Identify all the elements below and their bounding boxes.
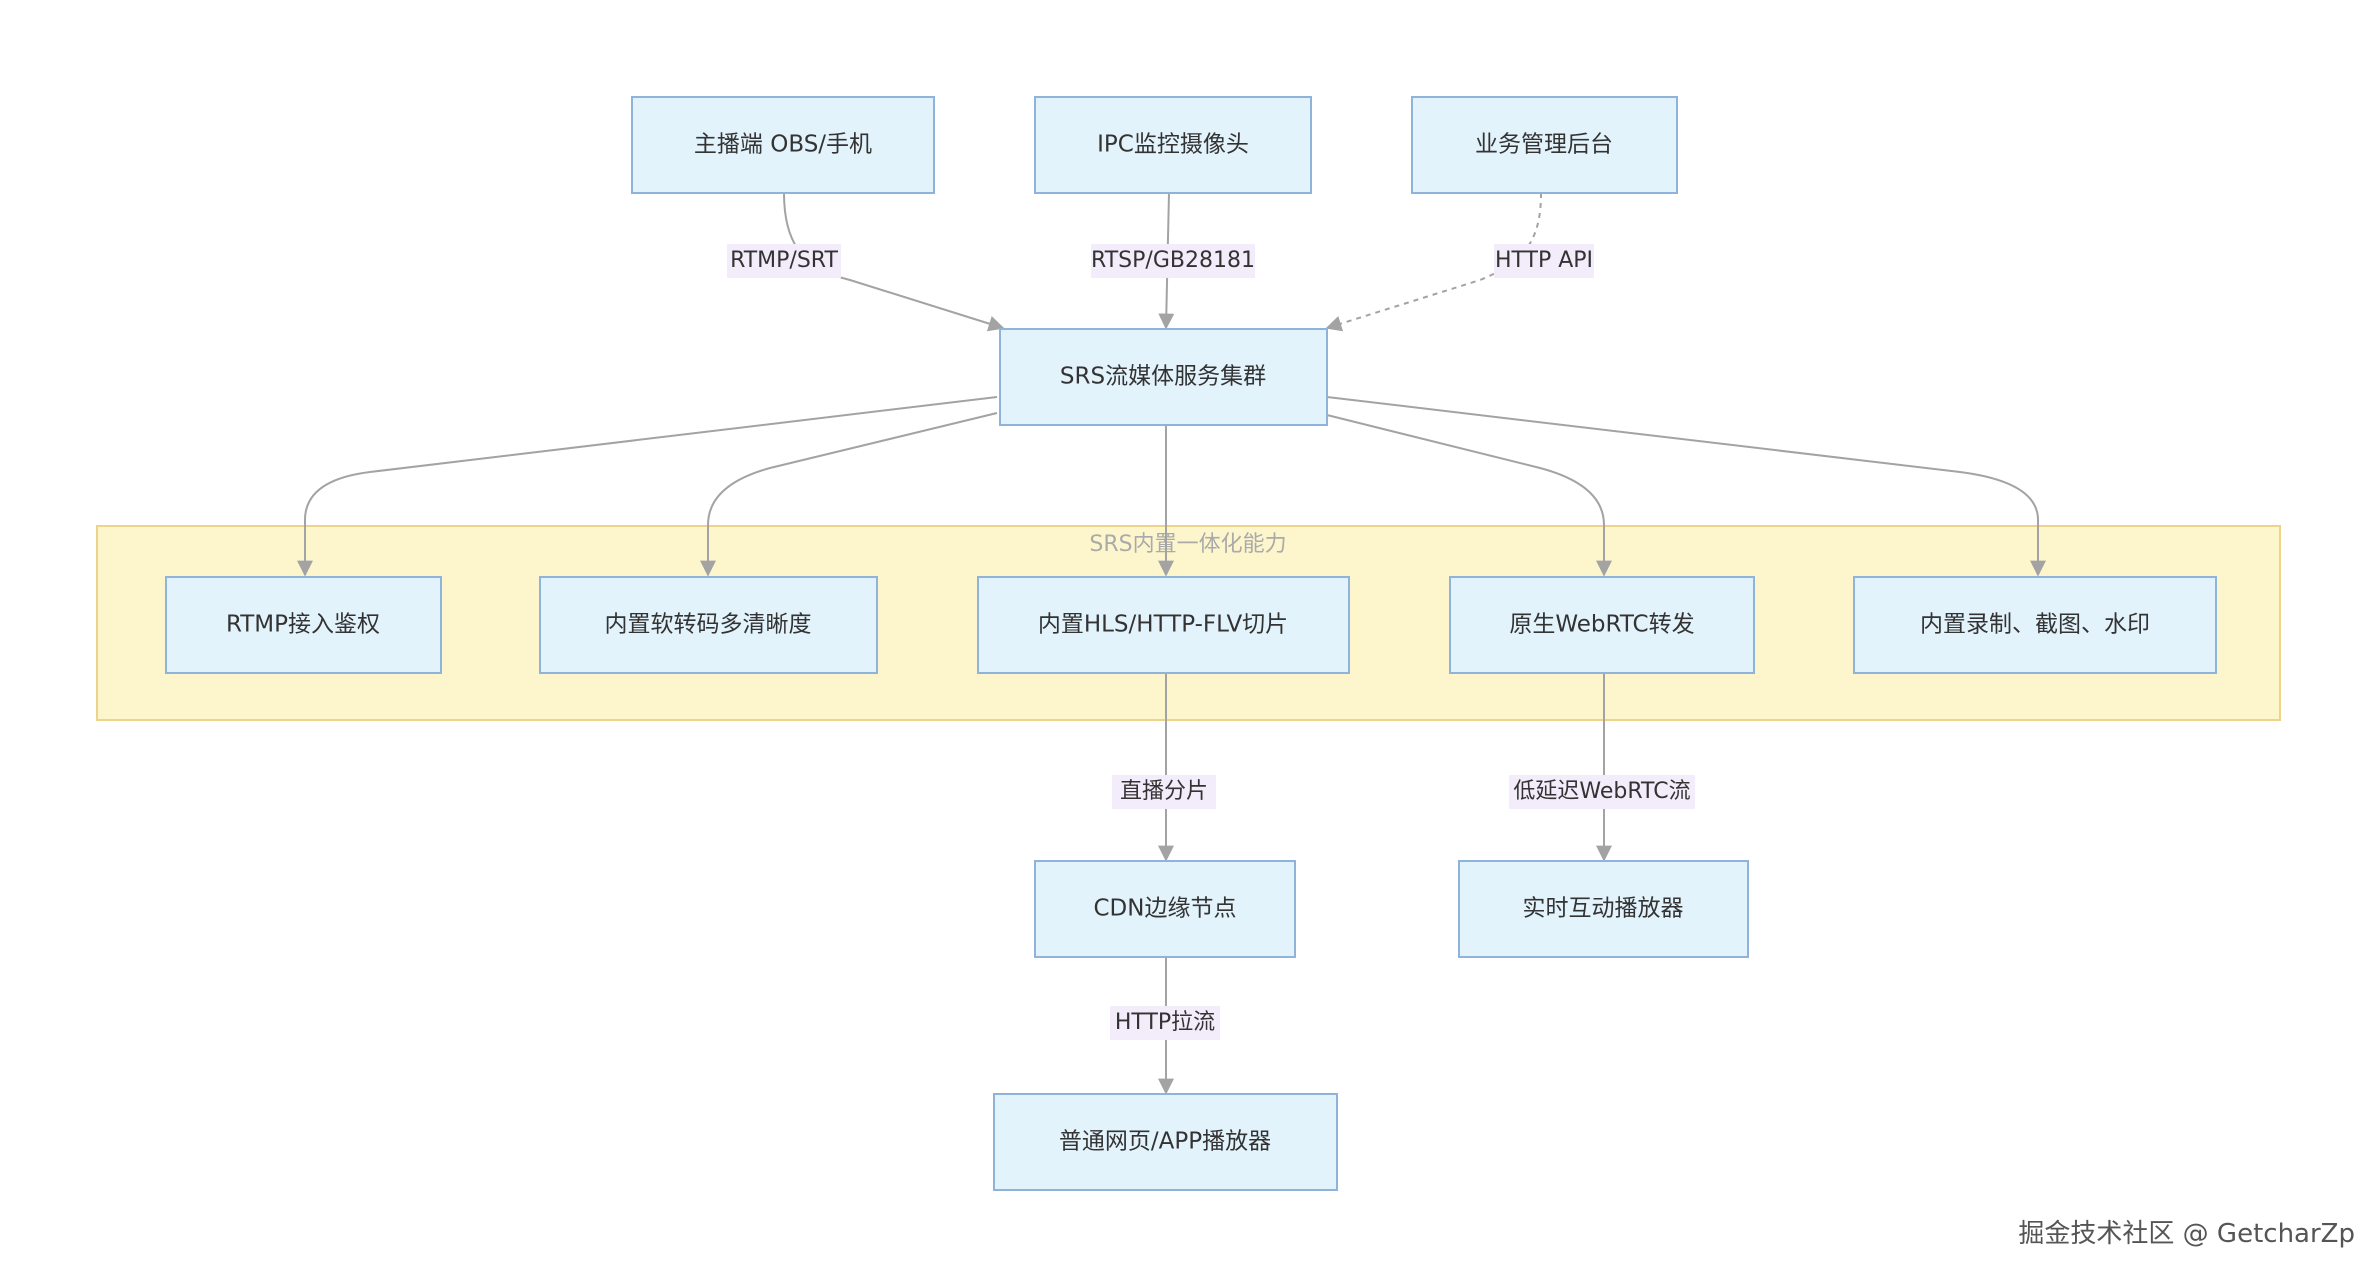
edge-label-rtsp-gb28181: RTSP/GB28181: [1091, 244, 1255, 278]
edges: [297, 192, 2046, 1095]
node-record-snapshot[interactable]: 内置录制、截图、水印: [1853, 576, 2217, 674]
node-hls-flv[interactable]: 内置HLS/HTTP-FLV切片: [977, 576, 1350, 674]
svg-text:HTTP拉流: HTTP拉流: [1115, 1010, 1215, 1035]
edge-label-rtmp-srt: RTMP/SRT: [727, 244, 841, 278]
svg-text:CDN边缘节点: CDN边缘节点: [1094, 896, 1237, 922]
node-srs-cluster[interactable]: SRS流媒体服务集群: [999, 328, 1328, 426]
svg-text:直播分片: 直播分片: [1120, 779, 1208, 804]
edge-label-live-segment: 直播分片: [1112, 775, 1216, 809]
svg-text:IPC监控摄像头: IPC监控摄像头: [1097, 132, 1249, 158]
edge-srs-to-transcode: [700, 412, 998, 577]
node-realtime-player[interactable]: 实时互动播放器: [1458, 860, 1749, 958]
node-rtmp-auth[interactable]: RTMP接入鉴权: [165, 576, 442, 674]
node-anchor-obs[interactable]: 主播端 OBS/手机: [631, 96, 935, 194]
edge-srs-to-record: [1326, 396, 2046, 577]
edge-label-http-pull: HTTP拉流: [1110, 1006, 1220, 1040]
svg-text:HTTP API: HTTP API: [1495, 248, 1593, 273]
edge-srs-to-webrtc: [1326, 414, 1612, 577]
node-webrtc-forward[interactable]: 原生WebRTC转发: [1449, 576, 1755, 674]
node-transcode[interactable]: 内置软转码多清晰度: [539, 576, 878, 674]
node-admin-backend[interactable]: 业务管理后台: [1411, 96, 1678, 194]
svg-text:内置HLS/HTTP-FLV切片: 内置HLS/HTTP-FLV切片: [1038, 612, 1288, 638]
svg-text:实时互动播放器: 实时互动播放器: [1523, 896, 1684, 922]
svg-text:业务管理后台: 业务管理后台: [1475, 132, 1613, 158]
svg-text:内置软转码多清晰度: 内置软转码多清晰度: [605, 612, 812, 638]
svg-text:普通网页/APP播放器: 普通网页/APP播放器: [1059, 1129, 1271, 1155]
svg-text:RTMP接入鉴权: RTMP接入鉴权: [226, 612, 380, 638]
svg-text:原生WebRTC转发: 原生WebRTC转发: [1509, 612, 1694, 638]
svg-text:内置录制、截图、水印: 内置录制、截图、水印: [1920, 612, 2150, 638]
svg-text:RTMP/SRT: RTMP/SRT: [730, 248, 838, 273]
node-web-app-player[interactable]: 普通网页/APP播放器: [993, 1093, 1338, 1191]
svg-text:低延迟WebRTC流: 低延迟WebRTC流: [1513, 779, 1690, 804]
node-ipc-camera[interactable]: IPC监控摄像头: [1034, 96, 1312, 194]
edge-labels: RTMP/SRT RTSP/GB28181 HTTP API 直播分片 低延迟W…: [727, 244, 1695, 1040]
svg-text:RTSP/GB28181: RTSP/GB28181: [1091, 248, 1255, 273]
svg-text:主播端 OBS/手机: 主播端 OBS/手机: [694, 132, 872, 158]
edge-srs-to-rtmp-auth: [297, 396, 998, 577]
group-title: SRS内置一体化能力: [1089, 532, 1286, 557]
edge-label-http-api: HTTP API: [1494, 244, 1594, 278]
svg-text:SRS流媒体服务集群: SRS流媒体服务集群: [1060, 364, 1266, 390]
edge-label-low-latency: 低延迟WebRTC流: [1509, 775, 1695, 809]
node-cdn-edge[interactable]: CDN边缘节点: [1034, 860, 1296, 958]
nodes: 主播端 OBS/手机 IPC监控摄像头 业务管理后台 SRS流媒体服务集群 RT…: [165, 96, 2217, 1191]
watermark: 掘金技术社区 @ GetcharZp: [2018, 1219, 2355, 1249]
